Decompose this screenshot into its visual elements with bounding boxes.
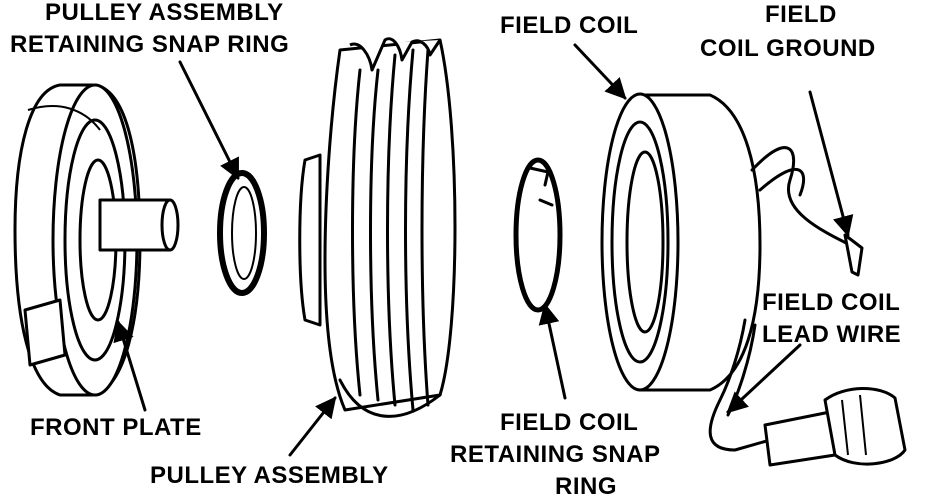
pulley-snap-ring xyxy=(217,170,267,296)
field-coil-leader xyxy=(573,43,627,100)
label-pulley-snap-ring-line1: PULLEY ASSEMBLY xyxy=(45,0,284,26)
field-coil xyxy=(600,92,864,452)
label-field-coil-ground-line1: FIELD xyxy=(765,1,837,28)
label-coil-snap-ring-line1: FIELD COIL xyxy=(500,409,638,436)
coil-snap-ring-leader xyxy=(538,302,567,400)
lead-wire-connector xyxy=(763,387,907,467)
label-field-coil: FIELD COIL xyxy=(500,12,638,39)
field-coil-ground-leader xyxy=(808,90,854,238)
label-field-coil-lead-line2: LEAD WIRE xyxy=(762,321,901,348)
pulley-assembly-leader xyxy=(288,396,337,457)
label-front-plate: FRONT PLATE xyxy=(30,414,202,441)
field-coil-lead-leader xyxy=(726,343,802,414)
label-coil-snap-ring-line3: RING xyxy=(555,473,617,500)
label-field-coil-lead-line1: FIELD COIL xyxy=(762,289,900,316)
pulley-snap-ring-leader xyxy=(178,60,240,180)
front-plate-leader xyxy=(113,319,147,412)
field-coil-snap-ring xyxy=(513,157,563,313)
pulley-assembly xyxy=(298,37,457,418)
label-field-coil-ground-line2: COIL GROUND xyxy=(700,35,876,62)
label-pulley-snap-ring-line2: RETAINING SNAP RING xyxy=(10,31,289,58)
label-coil-snap-ring-line2: RETAINING SNAP xyxy=(450,441,661,468)
label-pulley-assembly: PULLEY ASSEMBLY xyxy=(150,462,389,489)
leader-lines xyxy=(113,43,854,457)
front-plate xyxy=(13,83,180,397)
